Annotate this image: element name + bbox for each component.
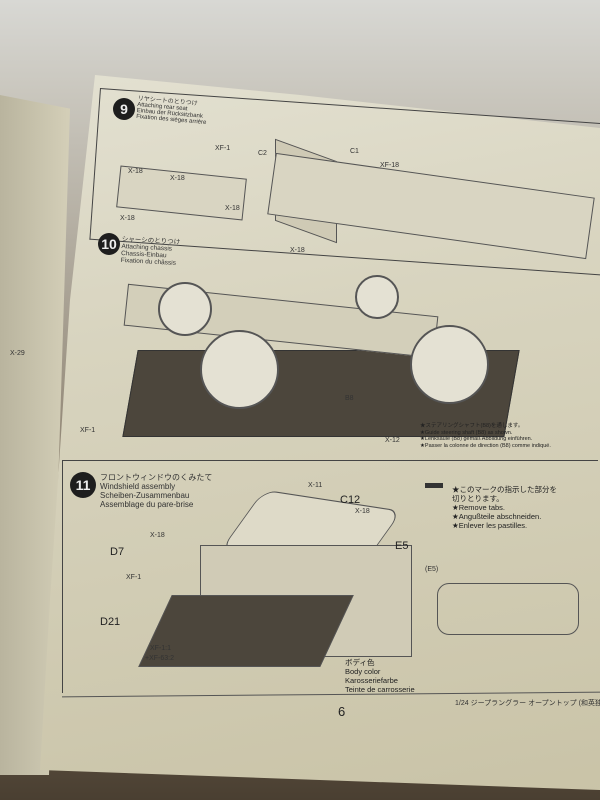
part-label: C2 <box>258 150 267 157</box>
note-line: 切りとります。 <box>452 494 504 503</box>
wheel <box>200 330 279 409</box>
step-number: 9 <box>113 98 135 120</box>
note-line: ★Guide steering shaft (B8) as shown. <box>420 429 513 436</box>
note-line: ★ステアリングシャフト(B8)を通します。 <box>420 423 524 429</box>
step-11-title: フロントウィンドウのくみたて Windshield assembly Schei… <box>100 473 212 509</box>
note-line: Karosseriefarbe <box>345 676 398 685</box>
title-jp: フロントウィンドウのくみたて <box>100 473 213 482</box>
note-line: Body color <box>345 667 381 676</box>
paint-label: +XF-63:2 <box>145 655 174 662</box>
paint-label: XF-1:1 <box>150 645 172 652</box>
tab-note: ★このマークの指示した部分を 切りとります。 ★Remove tabs. ★An… <box>452 485 592 530</box>
page-number: 6 <box>338 704 346 719</box>
steering-note: ★ステアリングシャフト(B8)を通します。 ★Guide steering sh… <box>420 423 580 449</box>
part-label: E5 <box>395 540 409 552</box>
step-11-panel <box>62 460 598 693</box>
part-label: C12 <box>340 494 361 506</box>
part-label: XF-1 <box>80 427 96 434</box>
note-line: ボディ色 <box>345 658 375 667</box>
note-line: ★Angußteile abschneiden. <box>452 512 542 521</box>
part-label: X-18 <box>150 532 165 539</box>
footer-title: 1/24 ジープラングラー オープントップ (和英独 <box>455 700 600 707</box>
note-line: ★Remove tabs. <box>452 503 505 512</box>
part-label: C1 <box>350 148 359 155</box>
part-label: X-18 <box>128 168 143 175</box>
title-de: Scheiben-Zusammenbau <box>100 491 190 500</box>
part-label: XF-18 <box>380 162 400 169</box>
step-number: 10 <box>98 233 120 255</box>
wheel <box>410 325 489 404</box>
part-label: X-18 <box>170 175 185 182</box>
note-line: ★このマークの指示した部分を <box>452 485 557 494</box>
part-label: X-12 <box>385 437 400 444</box>
part-label: X-29 <box>10 350 25 357</box>
part-label: XF-1 <box>215 145 231 152</box>
part-label: B8 <box>345 395 354 402</box>
part-label: X-18 <box>355 508 370 515</box>
part-label: X-18 <box>290 247 305 254</box>
part-label: D21 <box>100 616 121 628</box>
wheel <box>355 275 399 319</box>
wheel <box>158 282 212 336</box>
step-number: 11 <box>70 472 96 498</box>
part-label: XF-1 <box>126 574 142 581</box>
body-color-note: ボディ色 Body color Karosseriefarbe Teinte d… <box>345 658 415 694</box>
title-en: Windshield assembly <box>100 482 176 491</box>
note-line: ★Lenksäule (B8) gemäß Abbildung einführe… <box>420 436 533 442</box>
note-line: ★Enlever les pastilles. <box>452 521 528 530</box>
windshield-detail <box>437 583 579 635</box>
part-label: X-18 <box>225 205 240 212</box>
part-label: D7 <box>110 546 125 558</box>
title-fr: Assemblage du pare-brise <box>100 500 194 509</box>
detail-label: (E5) <box>425 566 439 573</box>
part-label: X-18 <box>120 215 135 222</box>
note-line: ★Passer la colonne de direction (B8) com… <box>420 442 551 449</box>
step-10-title: シャーシのとりつけ Attaching chassis Chassis-Einb… <box>121 236 181 267</box>
cut-tab-icon <box>425 483 443 488</box>
part-label: X-11 <box>308 482 323 489</box>
note-line: Teinte de carrosserie <box>345 685 415 694</box>
